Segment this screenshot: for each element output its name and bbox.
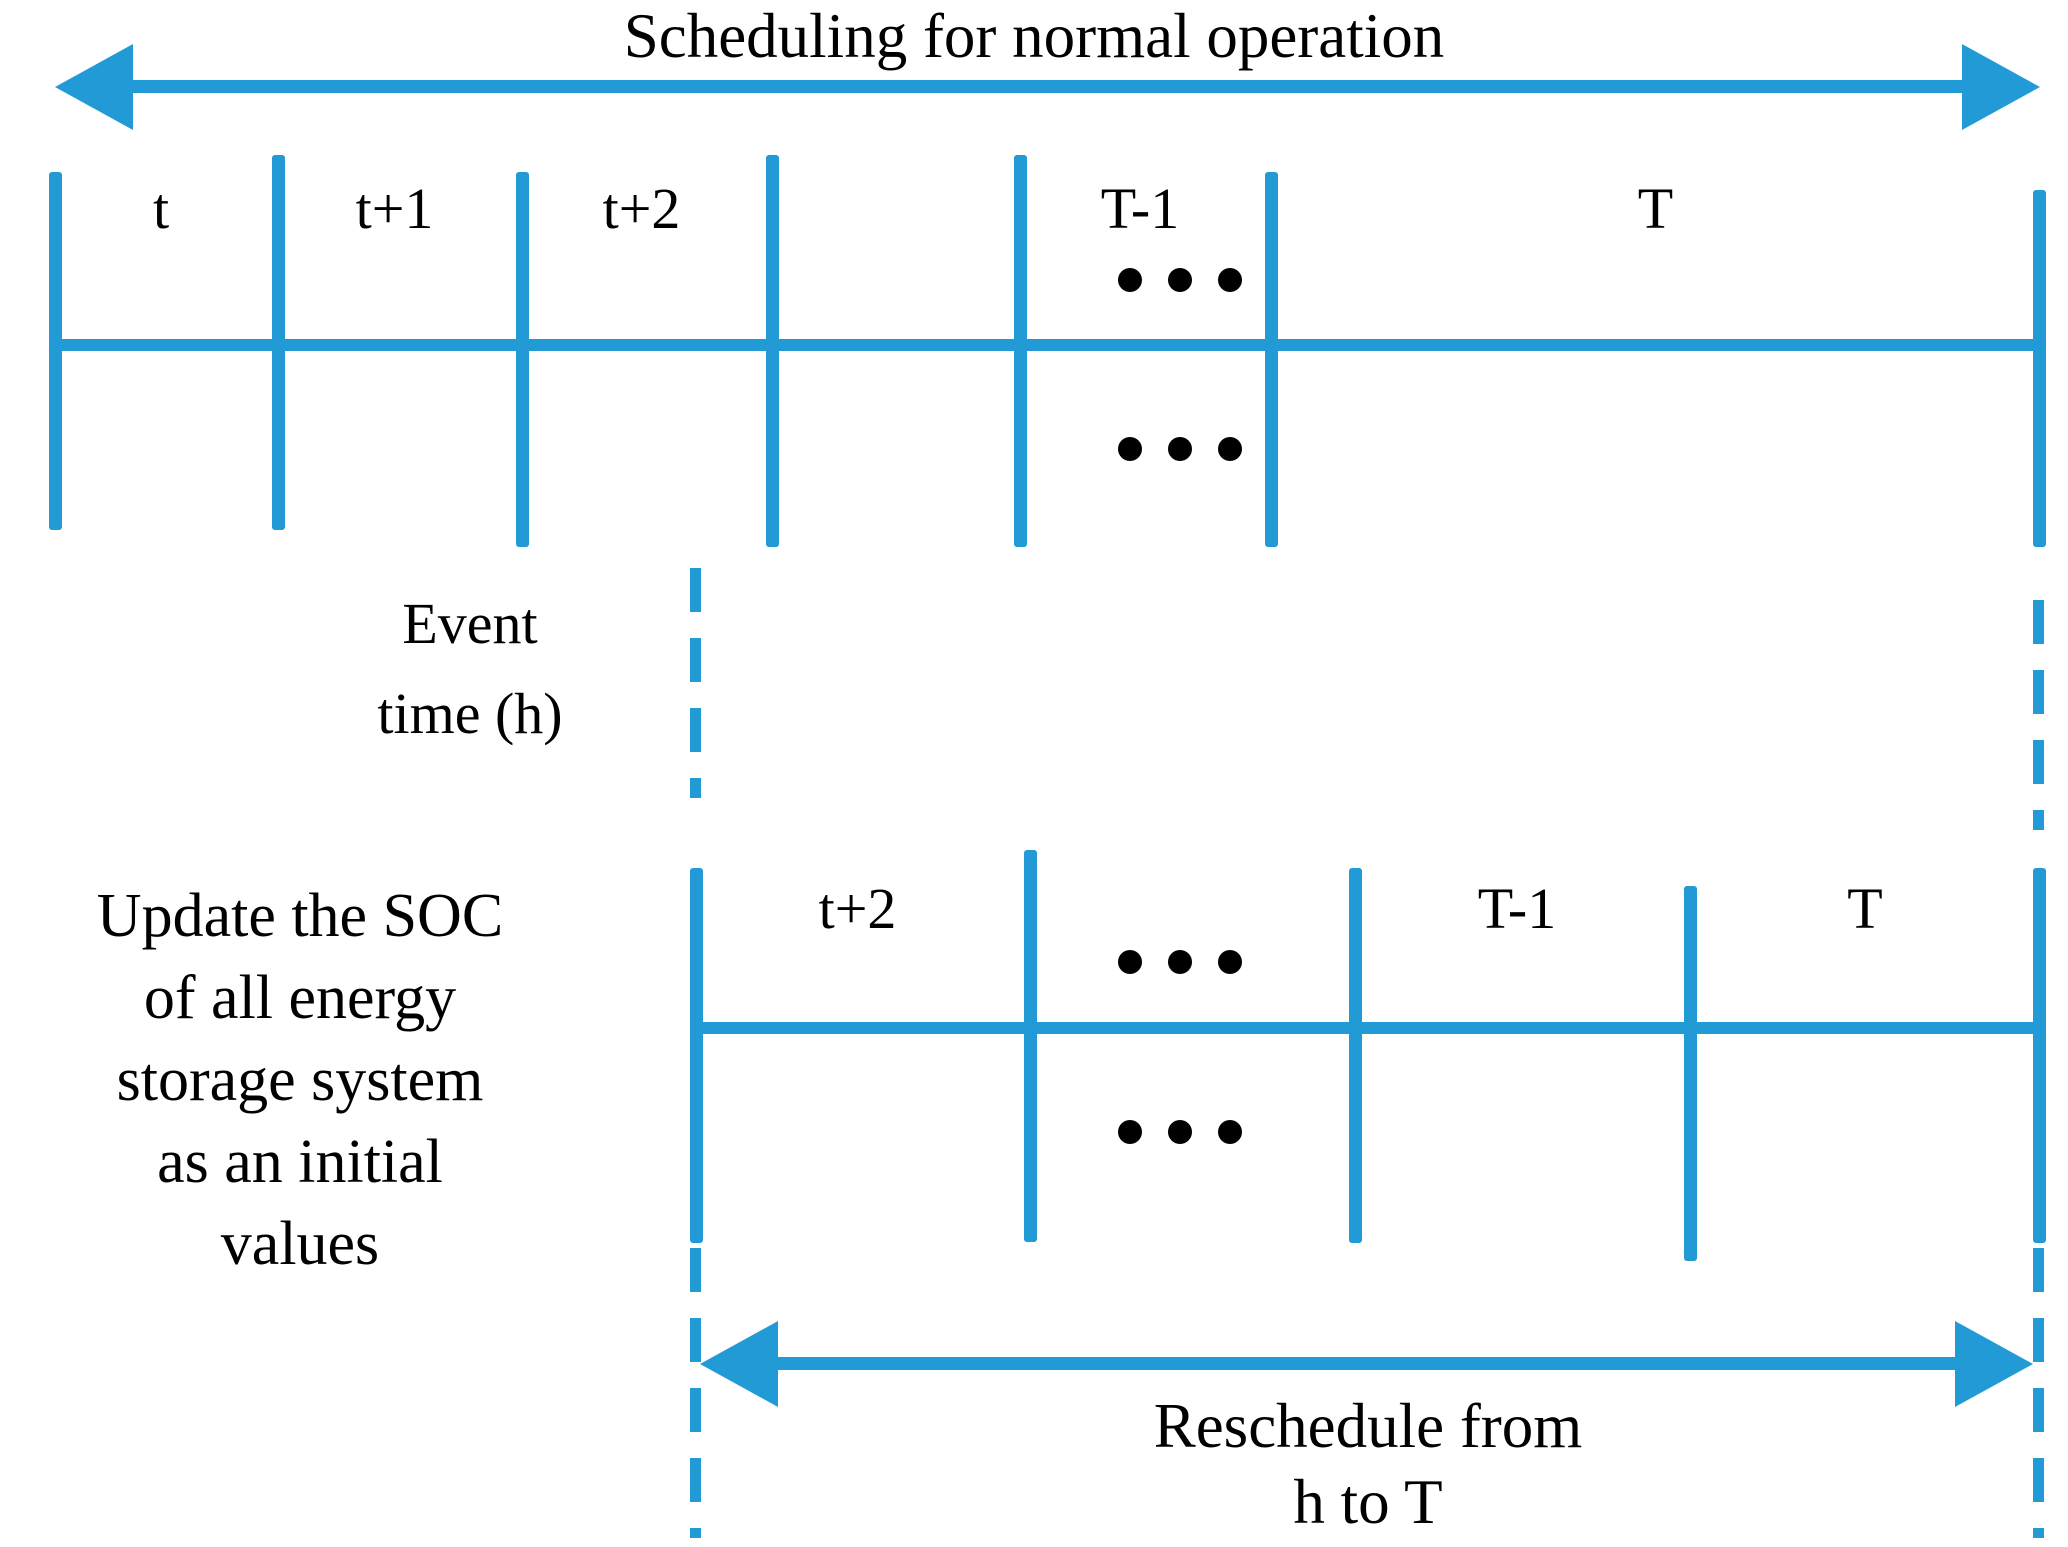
ellipsis-dot (1168, 950, 1192, 974)
left-note-line3: storage system (116, 1046, 484, 1114)
bottom-tick-0 (690, 868, 703, 1243)
ellipsis-dot (1168, 437, 1192, 461)
top-timeline-axis (49, 339, 2046, 351)
left-note-line5: values (220, 1210, 380, 1278)
bottom-tick-3 (1684, 886, 1697, 1261)
right-edge-dashed-line (2033, 600, 2044, 830)
event-time-dashed-line-lower (690, 1248, 701, 1538)
bottom-slot-label-3: T (1847, 876, 1883, 941)
ellipsis-dot (1218, 437, 1242, 461)
ellipsis-dot (1118, 1120, 1142, 1144)
top-tick-0 (49, 172, 62, 530)
ellipsis-dot (1218, 950, 1242, 974)
top-tick-3 (766, 155, 779, 547)
ellipsis-dot (1168, 268, 1192, 292)
bottom-tick-1 (1024, 850, 1037, 1242)
bottom-slot-label-2: T-1 (1477, 876, 1557, 941)
bottom-ellipsis-upper (1118, 950, 1242, 974)
event-time-label-line1: Event (402, 591, 538, 656)
arrow-left-icon-bottom (700, 1321, 778, 1407)
bottom-arrow-label-line2: h to T (1293, 1467, 1443, 1537)
top-slot-label-1: t+1 (355, 176, 434, 241)
top-ellipsis-lower (1118, 437, 1242, 461)
ellipsis-dot (1218, 268, 1242, 292)
event-time-dashed-line (690, 568, 701, 798)
left-note-line1: Update the SOC (96, 882, 504, 950)
bottom-slot-label-0: t+2 (818, 876, 897, 941)
ellipsis-dot (1118, 268, 1142, 292)
arrow-right-icon-top (1962, 44, 2040, 130)
bottom-timeline-axis (690, 1022, 2046, 1034)
ellipsis-dot (1218, 1120, 1242, 1144)
bottom-tick-2 (1349, 868, 1362, 1243)
event-time-label-line2: time (h) (377, 681, 563, 746)
top-tick-4 (1014, 155, 1027, 547)
arrow-left-icon-top (55, 44, 133, 130)
top-tick-6 (2033, 190, 2046, 547)
bottom-arrow-label-line1: Reschedule from (1153, 1391, 1583, 1461)
top-slot-label-0: t (152, 176, 170, 241)
bottom-tick-4 (2033, 868, 2046, 1243)
ellipsis-dot (1118, 437, 1142, 461)
top-tick-5 (1265, 172, 1278, 547)
top-tick-2 (516, 172, 529, 547)
top-slot-label-2: t+2 (602, 176, 681, 241)
left-note-line2: of all energy (143, 964, 457, 1032)
left-note-line4: as an initial (157, 1128, 443, 1196)
top-ellipsis-upper (1118, 268, 1242, 292)
top-slot-label-5: T (1637, 176, 1674, 241)
arrow-right-icon-bottom (1955, 1321, 2033, 1407)
ellipsis-dot (1168, 1120, 1192, 1144)
bottom-ellipsis-lower (1118, 1120, 1242, 1144)
top-slot-label-4: T-1 (1100, 176, 1180, 241)
bottom-arrow-shaft (775, 1357, 1960, 1370)
right-edge-dashed-line-lower (2033, 1248, 2044, 1538)
ellipsis-dot (1118, 950, 1142, 974)
top-arrow-label: Scheduling for normal operation (623, 1, 1445, 71)
top-arrow-shaft (130, 80, 1965, 93)
